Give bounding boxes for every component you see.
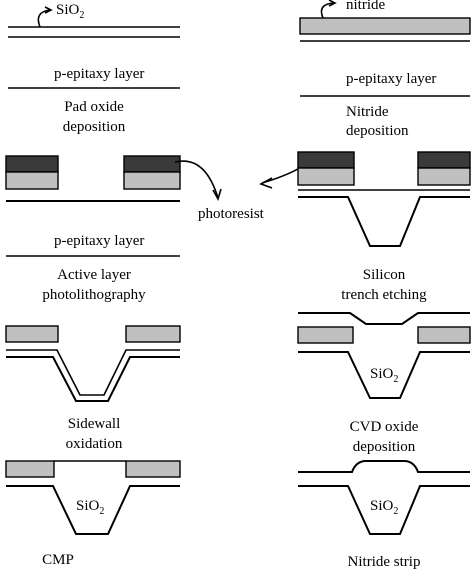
nitride-block-left <box>5 325 59 343</box>
trench-profile <box>298 351 470 399</box>
nitride-block-right <box>125 325 181 343</box>
oxide-cap-profile <box>298 460 470 473</box>
panel-cmp: SiO2 CMP <box>5 460 181 568</box>
step-pad-oxide-line2: deposition <box>63 119 126 135</box>
photoresist-block-left <box>5 155 59 173</box>
photoresist-block-left <box>297 151 355 169</box>
panel-nitride-strip: SiO2 Nitride strip <box>298 460 470 570</box>
photoresist-callout: photoresist <box>174 160 309 222</box>
step-trench-line2: trench etching <box>341 287 427 303</box>
sio2-label: SiO2 <box>56 2 84 21</box>
trench-fill-label: SiO2 <box>370 498 398 517</box>
step-trench-line1: Silicon <box>363 267 406 283</box>
photoresist-arrow-left <box>174 160 219 199</box>
photoresist-block-right <box>417 151 471 169</box>
panel-pad-oxide: SiO2 p-epitaxy layer Pad oxide depositio… <box>8 2 180 135</box>
nitride-block-right <box>417 326 471 344</box>
photoresist-arrowhead-right <box>259 177 273 189</box>
photoresist-block-right <box>123 155 181 173</box>
nitride-block-right <box>125 460 181 478</box>
nitride-block-left <box>297 167 355 186</box>
nitride-pointer-arrow <box>320 2 335 19</box>
trench-fill-label: SiO2 <box>370 366 398 385</box>
nitride-layer <box>299 17 471 35</box>
panel-sidewall-oxidation: Sidewall oxidation <box>5 325 181 452</box>
p-epitaxy-label-left: p-epitaxy layer <box>54 66 144 82</box>
p-epitaxy-label-right: p-epitaxy layer <box>346 71 436 87</box>
nitride-block-right <box>123 171 181 190</box>
nitride-block-right <box>417 167 471 186</box>
trench-profile <box>298 196 470 247</box>
nitride-block-left <box>5 460 55 478</box>
panel-trench-etching: Silicon trench etching <box>297 151 471 303</box>
trench-profile <box>6 356 180 402</box>
step-photolithography-line2: photolithography <box>42 287 146 303</box>
cvd-oxide-top <box>298 312 470 325</box>
nitride-block-left <box>5 171 59 190</box>
step-photolithography-line1: Active layer <box>57 267 131 283</box>
step-pad-oxide-line1: Pad oxide <box>64 99 124 115</box>
photoresist-arrowhead-left <box>212 188 222 202</box>
photoresist-label: photoresist <box>198 206 265 222</box>
oxide-liner-inner <box>6 349 180 396</box>
step-sidewall-line2: oxidation <box>66 436 123 452</box>
trench-fill-label: SiO2 <box>76 498 104 517</box>
nitride-label: nitride <box>346 0 385 13</box>
panel-cvd-oxide: SiO2 CVD oxide deposition <box>297 312 471 455</box>
panel-photolithography: p-epitaxy layer Active layer photolithog… <box>5 155 181 303</box>
p-epitaxy-label-mid: p-epitaxy layer <box>54 233 144 249</box>
nitride-pointer-head <box>328 0 337 7</box>
step-nitride-strip-label: Nitride strip <box>348 554 421 570</box>
trench-profile <box>298 485 470 535</box>
step-cmp-label: CMP <box>42 552 74 568</box>
step-cvd-line1: CVD oxide <box>350 419 419 435</box>
step-cvd-line2: deposition <box>353 439 416 455</box>
step-nitride-line2: deposition <box>346 123 409 139</box>
sio2-pointer-arrow <box>37 9 51 28</box>
panel-nitride-deposition: nitride p-epitaxy layer Nitride depositi… <box>299 0 471 139</box>
step-nitride-line1: Nitride <box>346 104 389 120</box>
trench-profile <box>6 485 180 535</box>
sio2-pointer-head <box>44 6 53 14</box>
nitride-block-left <box>297 326 354 344</box>
step-sidewall-line1: Sidewall <box>68 416 121 432</box>
